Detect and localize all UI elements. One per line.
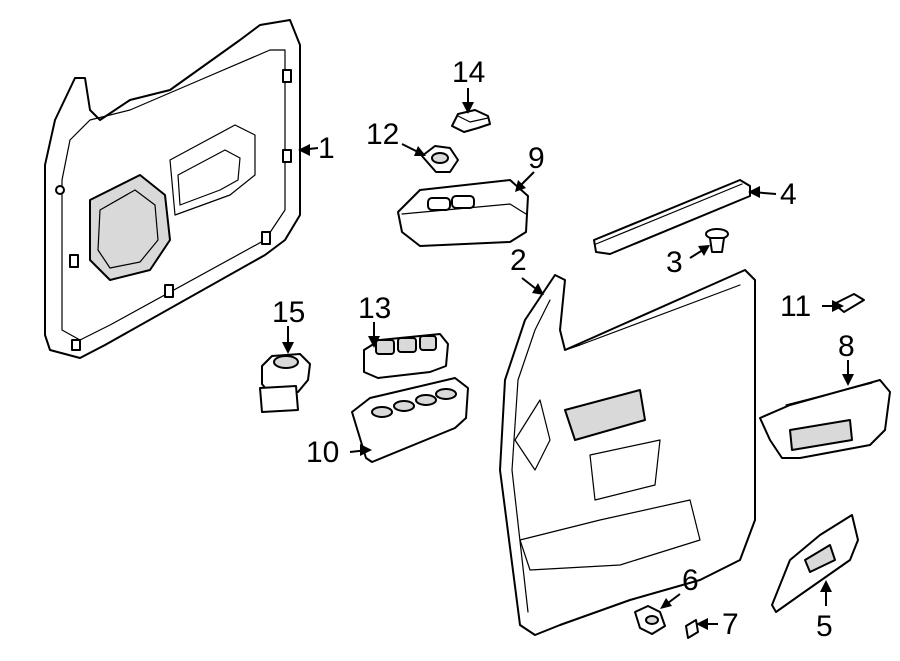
part-12-switch xyxy=(421,145,459,173)
callout-14: 14 xyxy=(452,56,485,89)
callout-15: 15 xyxy=(272,296,305,329)
part-8-armrest xyxy=(759,379,891,459)
part-7-pad xyxy=(685,619,699,639)
callout-3: 3 xyxy=(666,246,683,279)
part-11-clip xyxy=(833,293,865,313)
part-3-push-pin xyxy=(705,228,729,253)
part-5-handle-bezel xyxy=(771,514,859,613)
callout-7: 7 xyxy=(722,608,739,641)
callout-5: 5 xyxy=(816,610,833,643)
part-2-door-trim-panel xyxy=(499,269,756,636)
callout-1: 1 xyxy=(318,132,335,165)
callout-labels: 1 2 3 4 5 6 7 8 9 10 11 12 13 14 15 xyxy=(272,56,855,643)
part-1-door-inner-panel xyxy=(44,19,301,359)
callout-12: 12 xyxy=(366,118,399,151)
callout-10: 10 xyxy=(306,436,339,469)
part-4-moulding-strip xyxy=(593,179,751,255)
callout-9: 9 xyxy=(528,142,545,175)
part-9-switch-bezel xyxy=(397,179,529,247)
part-6-fastener xyxy=(634,605,666,635)
callout-4: 4 xyxy=(780,178,797,211)
part-15-mirror-switch xyxy=(259,353,311,413)
part-14-switch-cap xyxy=(451,109,491,133)
part-10-switch-panel xyxy=(351,377,469,463)
callout-11: 11 xyxy=(780,290,811,323)
callout-13: 13 xyxy=(358,292,391,325)
callout-6: 6 xyxy=(682,564,699,597)
part-13-master-switch xyxy=(363,333,449,379)
callout-8: 8 xyxy=(838,330,855,363)
leader-lines xyxy=(282,88,854,630)
callout-2: 2 xyxy=(510,244,527,277)
